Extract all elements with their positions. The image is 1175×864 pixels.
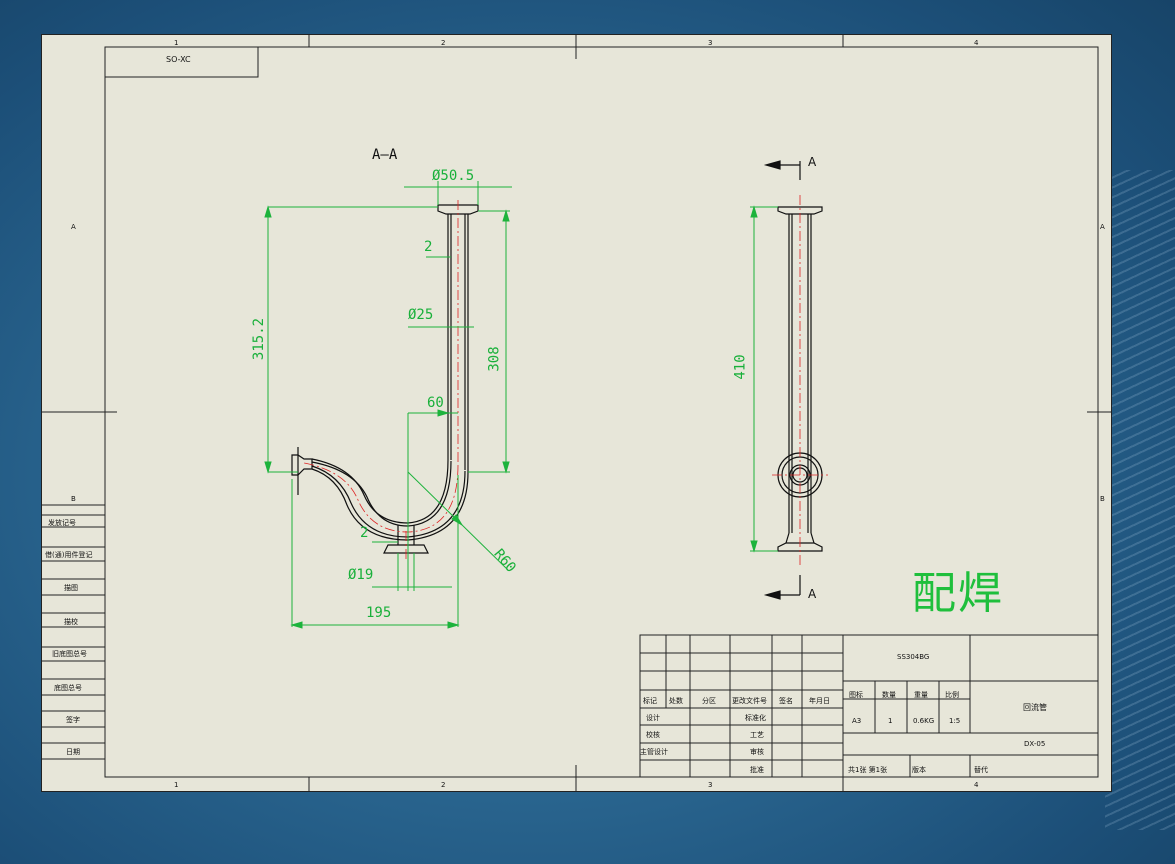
- role-review: 审核: [750, 748, 764, 756]
- prop-header-1: 图标: [849, 691, 863, 699]
- replace-label: 替代: [974, 766, 988, 774]
- zone-row-a-left: A: [71, 223, 76, 231]
- drawing-sheet: SO-XC 1 2 3 4 1 2 3 4 A B A B 发放记号 借(通)用…: [41, 34, 1112, 792]
- doc-code: SO-XC: [166, 55, 191, 64]
- section-mark-bottom: A: [808, 587, 817, 601]
- rev-header-1: 标记: [643, 697, 657, 705]
- weld-stamp: 配焊: [912, 568, 1004, 619]
- dim-height-pipe: 308: [486, 346, 503, 372]
- prop-value-2: 1: [888, 717, 893, 725]
- role-standard: 标准化: [745, 714, 766, 722]
- role-approve: 批准: [750, 766, 764, 774]
- zone-col-2-bottom: 2: [441, 781, 446, 789]
- strip-label-1: 发放记号: [48, 519, 76, 527]
- prop-header-4: 比例: [945, 691, 959, 699]
- dim-wall-top: 2: [424, 239, 433, 255]
- rev-header-4: 更改文件号: [732, 697, 767, 705]
- strip-label-2: 借(通)用件登记: [45, 551, 93, 559]
- dim-wall-bottom: 2: [360, 525, 369, 541]
- rev-header-6: 年月日: [809, 697, 830, 705]
- material: SS304BG: [897, 653, 930, 661]
- zone-col-3: 3: [708, 39, 713, 47]
- rev-header-5: 签名: [779, 697, 793, 705]
- dim-bottom-diameter: Ø19: [348, 567, 374, 583]
- role-check: 校核: [646, 731, 660, 739]
- drawing-number: DX-05: [1024, 740, 1046, 748]
- zone-col-1: 1: [174, 39, 179, 47]
- strip-label-7: 签字: [66, 716, 80, 724]
- role-design: 设计: [646, 714, 660, 722]
- strip-label-8: 日期: [66, 748, 80, 756]
- background-decoration: [1105, 170, 1175, 830]
- strip-label-4: 描校: [64, 618, 78, 626]
- role-process: 工艺: [750, 731, 764, 739]
- dim-side-height: 410: [732, 354, 749, 380]
- zone-row-b-left: B: [71, 495, 76, 503]
- section-mark-top: A: [808, 155, 817, 169]
- prop-value-1: A3: [852, 717, 862, 725]
- zone-col-3-bottom: 3: [708, 781, 713, 789]
- strip-label-3: 描图: [64, 584, 78, 592]
- dim-height-total: 315.2: [251, 317, 268, 361]
- section-title: A—A: [372, 147, 398, 163]
- zone-col-1-bottom: 1: [174, 781, 179, 789]
- zone-row-b-right: B: [1100, 495, 1105, 503]
- dim-width: 195: [366, 605, 392, 621]
- zone-col-4: 4: [974, 39, 979, 47]
- zone-col-2: 2: [441, 39, 446, 47]
- dim-top-diameter: Ø50.5: [432, 168, 475, 184]
- dim-offset: 60: [427, 395, 444, 411]
- zone-col-4-bottom: 4: [974, 781, 979, 789]
- strip-label-6: 底图总号: [54, 684, 82, 692]
- sheet-info: 共1张 第1张: [848, 766, 888, 774]
- prop-header-3: 重量: [914, 691, 928, 699]
- prop-value-3: 0.6KG: [913, 717, 935, 725]
- role-chief: 主管设计: [640, 748, 668, 756]
- rev-header-2: 处数: [669, 697, 683, 705]
- zone-row-a-right: A: [1100, 223, 1105, 231]
- rev-header-3: 分区: [702, 697, 716, 705]
- version-label: 版本: [912, 766, 926, 774]
- strip-label-5: 旧底图总号: [52, 650, 87, 658]
- prop-header-2: 数量: [882, 691, 896, 699]
- drawing-svg: [42, 35, 1111, 791]
- part-name: 回流管: [1023, 703, 1047, 712]
- dim-pipe-diameter: Ø25: [408, 307, 434, 323]
- prop-value-4: 1:5: [949, 717, 961, 725]
